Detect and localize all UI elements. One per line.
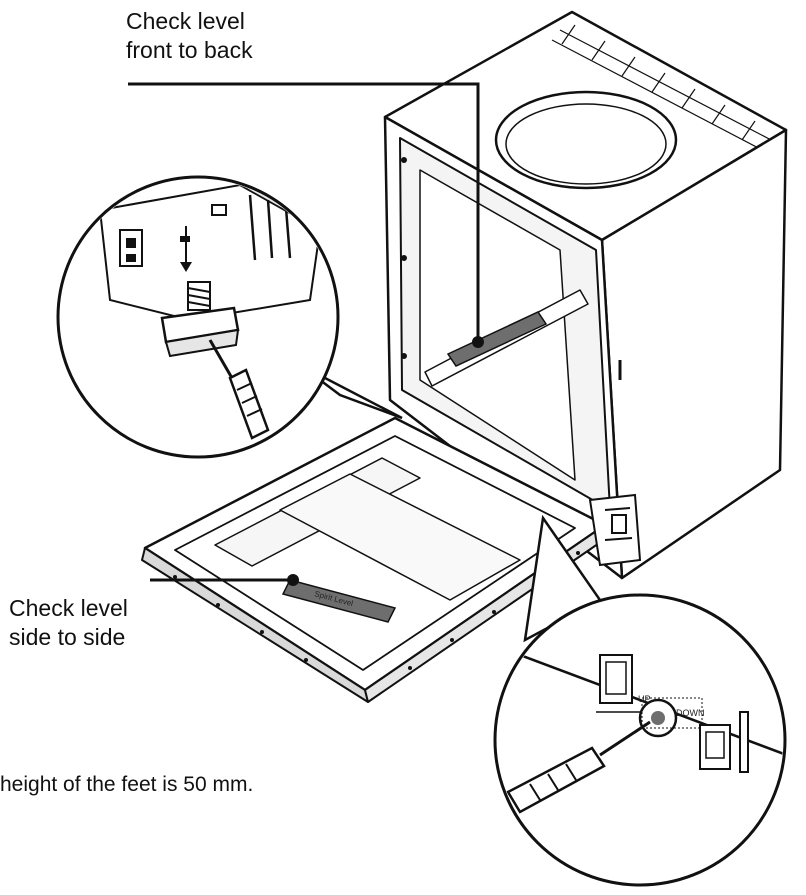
feet-height-note: height of the feet is 50 mm.: [0, 773, 254, 796]
detail-callout-rear-adjust: UP DOWN: [493, 514, 787, 887]
label-front-back-line2: front to back: [126, 37, 253, 63]
leader-line-front-back: [128, 82, 480, 342]
label-side-side-line2: side to side: [9, 624, 126, 650]
door-screws: [173, 551, 580, 670]
up-marking: UP: [638, 694, 651, 704]
door-inner-rib-2: [279, 473, 521, 601]
spirit-level-door-bar: [281, 579, 397, 623]
foot-slot-2: [211, 204, 227, 216]
screwdriver-handle: [506, 746, 606, 814]
detail-callout-foot: [56, 175, 403, 459]
spirit-level-bar: [446, 311, 548, 367]
tub-back-wall: [419, 169, 576, 481]
spirit-level-side-side: Spirit Level: [281, 574, 397, 623]
callout-circle-rear: [493, 593, 787, 887]
tub-side-holes: [401, 157, 407, 359]
door-hinge-area: [588, 493, 642, 567]
label-side-side-line1: Check level: [9, 595, 128, 621]
cabinet-top-vents: [551, 24, 776, 153]
dishwasher-open-door: [141, 416, 609, 703]
screwdriver-foot-icon: [208, 339, 270, 440]
down-marking: DOWN: [676, 708, 705, 718]
cabinet-top-opening-rim: [505, 103, 667, 185]
label-check-level-side-to-side: Check level side to side: [9, 594, 128, 652]
dishwasher-cabinet: [383, 10, 788, 580]
label-check-level-front-to-back: Check level front to back: [126, 7, 253, 65]
cabinet-top-opening: [494, 90, 678, 190]
spirit-level-front-back: [446, 311, 548, 367]
label-front-back-line1: Check level: [126, 8, 245, 34]
screwdriver-rear-icon: [506, 720, 651, 814]
